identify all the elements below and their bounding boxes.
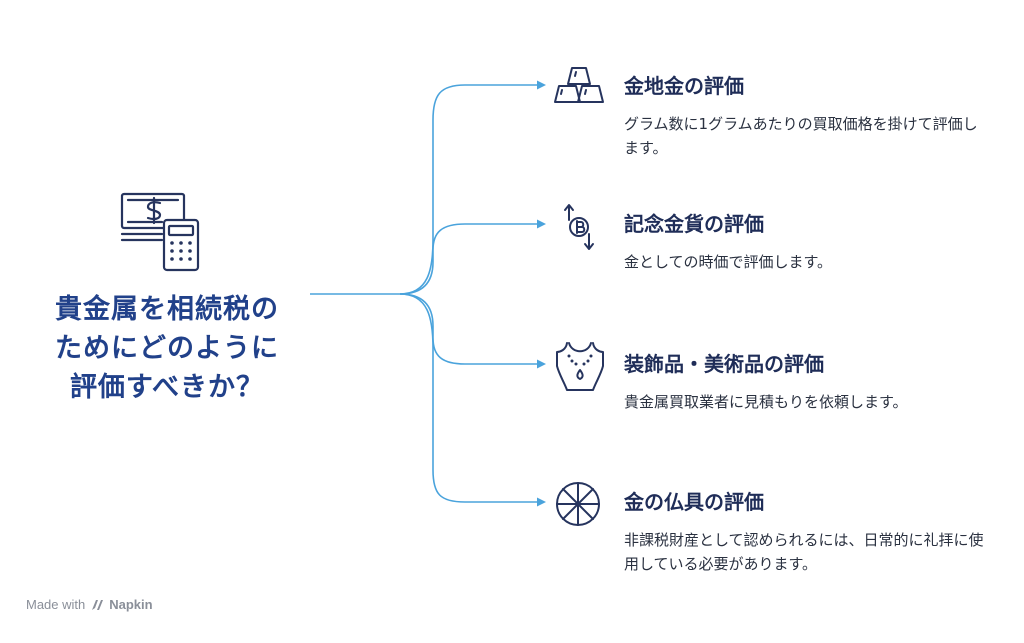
- central-question-line-2: ためにどのように: [55, 333, 279, 364]
- necklace-icon: [556, 342, 604, 391]
- dharma-wheel-icon: [556, 482, 600, 526]
- money-calculator-icon: [120, 192, 200, 272]
- arrowhead-3: [537, 359, 546, 369]
- branch-description: 金としての時価で評価します。: [624, 253, 833, 271]
- connector-to-branch-4: [399, 293, 540, 503]
- connector-to-branch-1: [399, 84, 540, 295]
- connector-to-branch-3: [399, 293, 540, 365]
- credit-brand: Napkin: [109, 597, 153, 612]
- central-question: 貴金属を相続税の ためにどのように 評価すべきか？: [24, 290, 310, 407]
- branch-title: 金地金の評価: [624, 74, 744, 98]
- branch-title: 記念金貨の評価: [624, 212, 764, 236]
- branch-title: 装飾品・美術品の評価: [624, 352, 824, 376]
- credit-prefix: Made with: [26, 597, 86, 612]
- branch-description: 非課税財産として認められるには、日常的に礼拝に使用している必要があります。: [624, 531, 984, 573]
- arrowhead-4: [537, 497, 546, 507]
- gold-bars-icon: [554, 67, 604, 103]
- arrowhead-1: [537, 80, 546, 90]
- central-question-line-3: 評価すべきか？: [69, 372, 265, 403]
- arrowhead-2: [537, 219, 546, 229]
- branch-description: 貴金属買取業者に見積もりを依頼します。: [624, 393, 908, 411]
- central-question-line-1: 貴金属を相続税の: [55, 294, 279, 325]
- napkin-logo-icon: [92, 599, 104, 610]
- connector-to-branch-2: [399, 223, 540, 295]
- branch-title: 金の仏具の評価: [624, 490, 764, 514]
- coin-exchange-icon: [564, 204, 594, 250]
- napkin-credit[interactable]: Made with Napkin: [26, 597, 153, 612]
- branch-description: グラム数に1グラムあたりの買取価格を掛けて評価します。: [624, 115, 978, 157]
